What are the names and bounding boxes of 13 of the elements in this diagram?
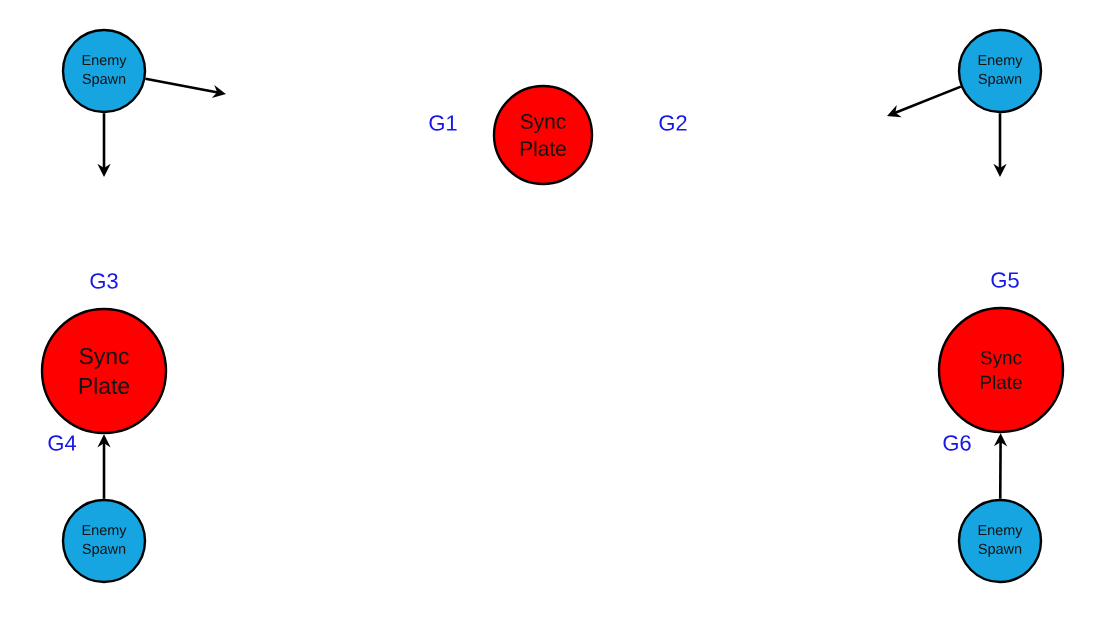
- plate-node: Sync Plate: [492, 84, 594, 186]
- node-label: G1: [429, 115, 457, 131]
- spawn-node: Enemy Spawn: [957, 498, 1043, 584]
- plate-node: Sync Plate: [937, 306, 1065, 434]
- node-label: G4: [48, 435, 76, 451]
- spawn-node: Enemy Spawn: [957, 28, 1043, 114]
- spawn-node: Enemy Spawn: [61, 498, 147, 584]
- spawn-node: Enemy Spawn: [61, 28, 147, 114]
- plate-node: Sync Plate: [40, 307, 168, 435]
- node-label: G5: [991, 272, 1019, 288]
- node-label: G6: [943, 435, 971, 451]
- node-label: G2: [659, 115, 687, 131]
- node-label: G3: [90, 273, 118, 289]
